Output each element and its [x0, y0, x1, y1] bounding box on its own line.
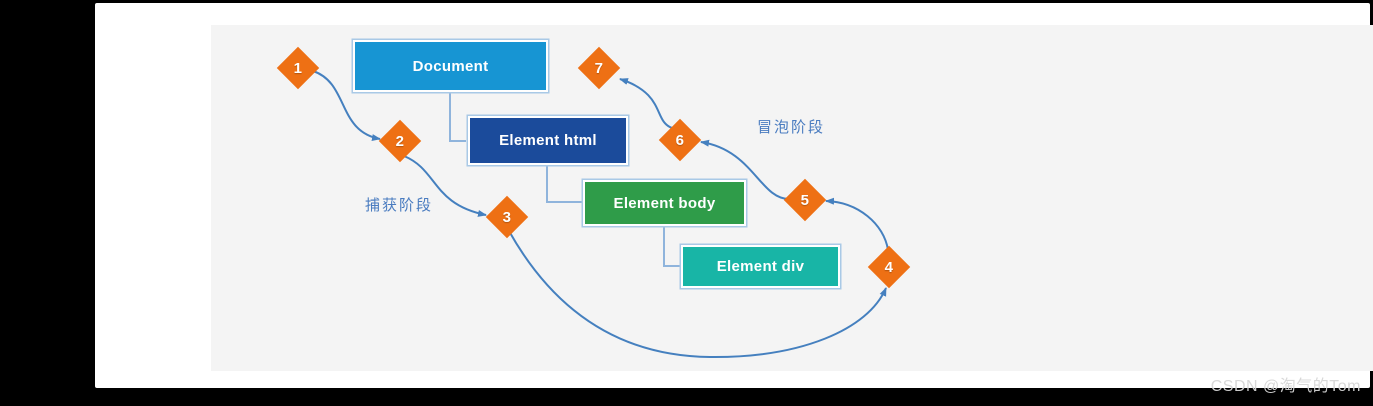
- node-element-body-label: Element body: [613, 194, 716, 212]
- node-element-body: Element body: [583, 180, 746, 226]
- watermark: CSDN @淘气的Tom: [1210, 378, 1361, 395]
- step-marker-3-number: 3: [502, 208, 512, 226]
- node-element-html: Element html: [468, 116, 628, 165]
- step-marker-5-number: 5: [800, 191, 810, 209]
- step-marker-7-number: 7: [594, 59, 604, 77]
- bubble-phase-label: 冒泡阶段: [757, 119, 826, 136]
- node-element-html-label: Element html: [499, 132, 597, 149]
- node-document-label: Document: [412, 57, 489, 75]
- node-element-div: Element div: [681, 245, 840, 288]
- node-element-div-label: Element div: [716, 258, 805, 275]
- node-document: Document: [353, 40, 548, 92]
- step-marker-6-number: 6: [675, 131, 685, 149]
- step-marker-2-number: 2: [395, 132, 405, 150]
- capture-phase-label: 捕获阶段: [365, 197, 434, 214]
- step-marker-4-number: 4: [884, 258, 894, 276]
- step-marker-1-number: 1: [293, 59, 303, 77]
